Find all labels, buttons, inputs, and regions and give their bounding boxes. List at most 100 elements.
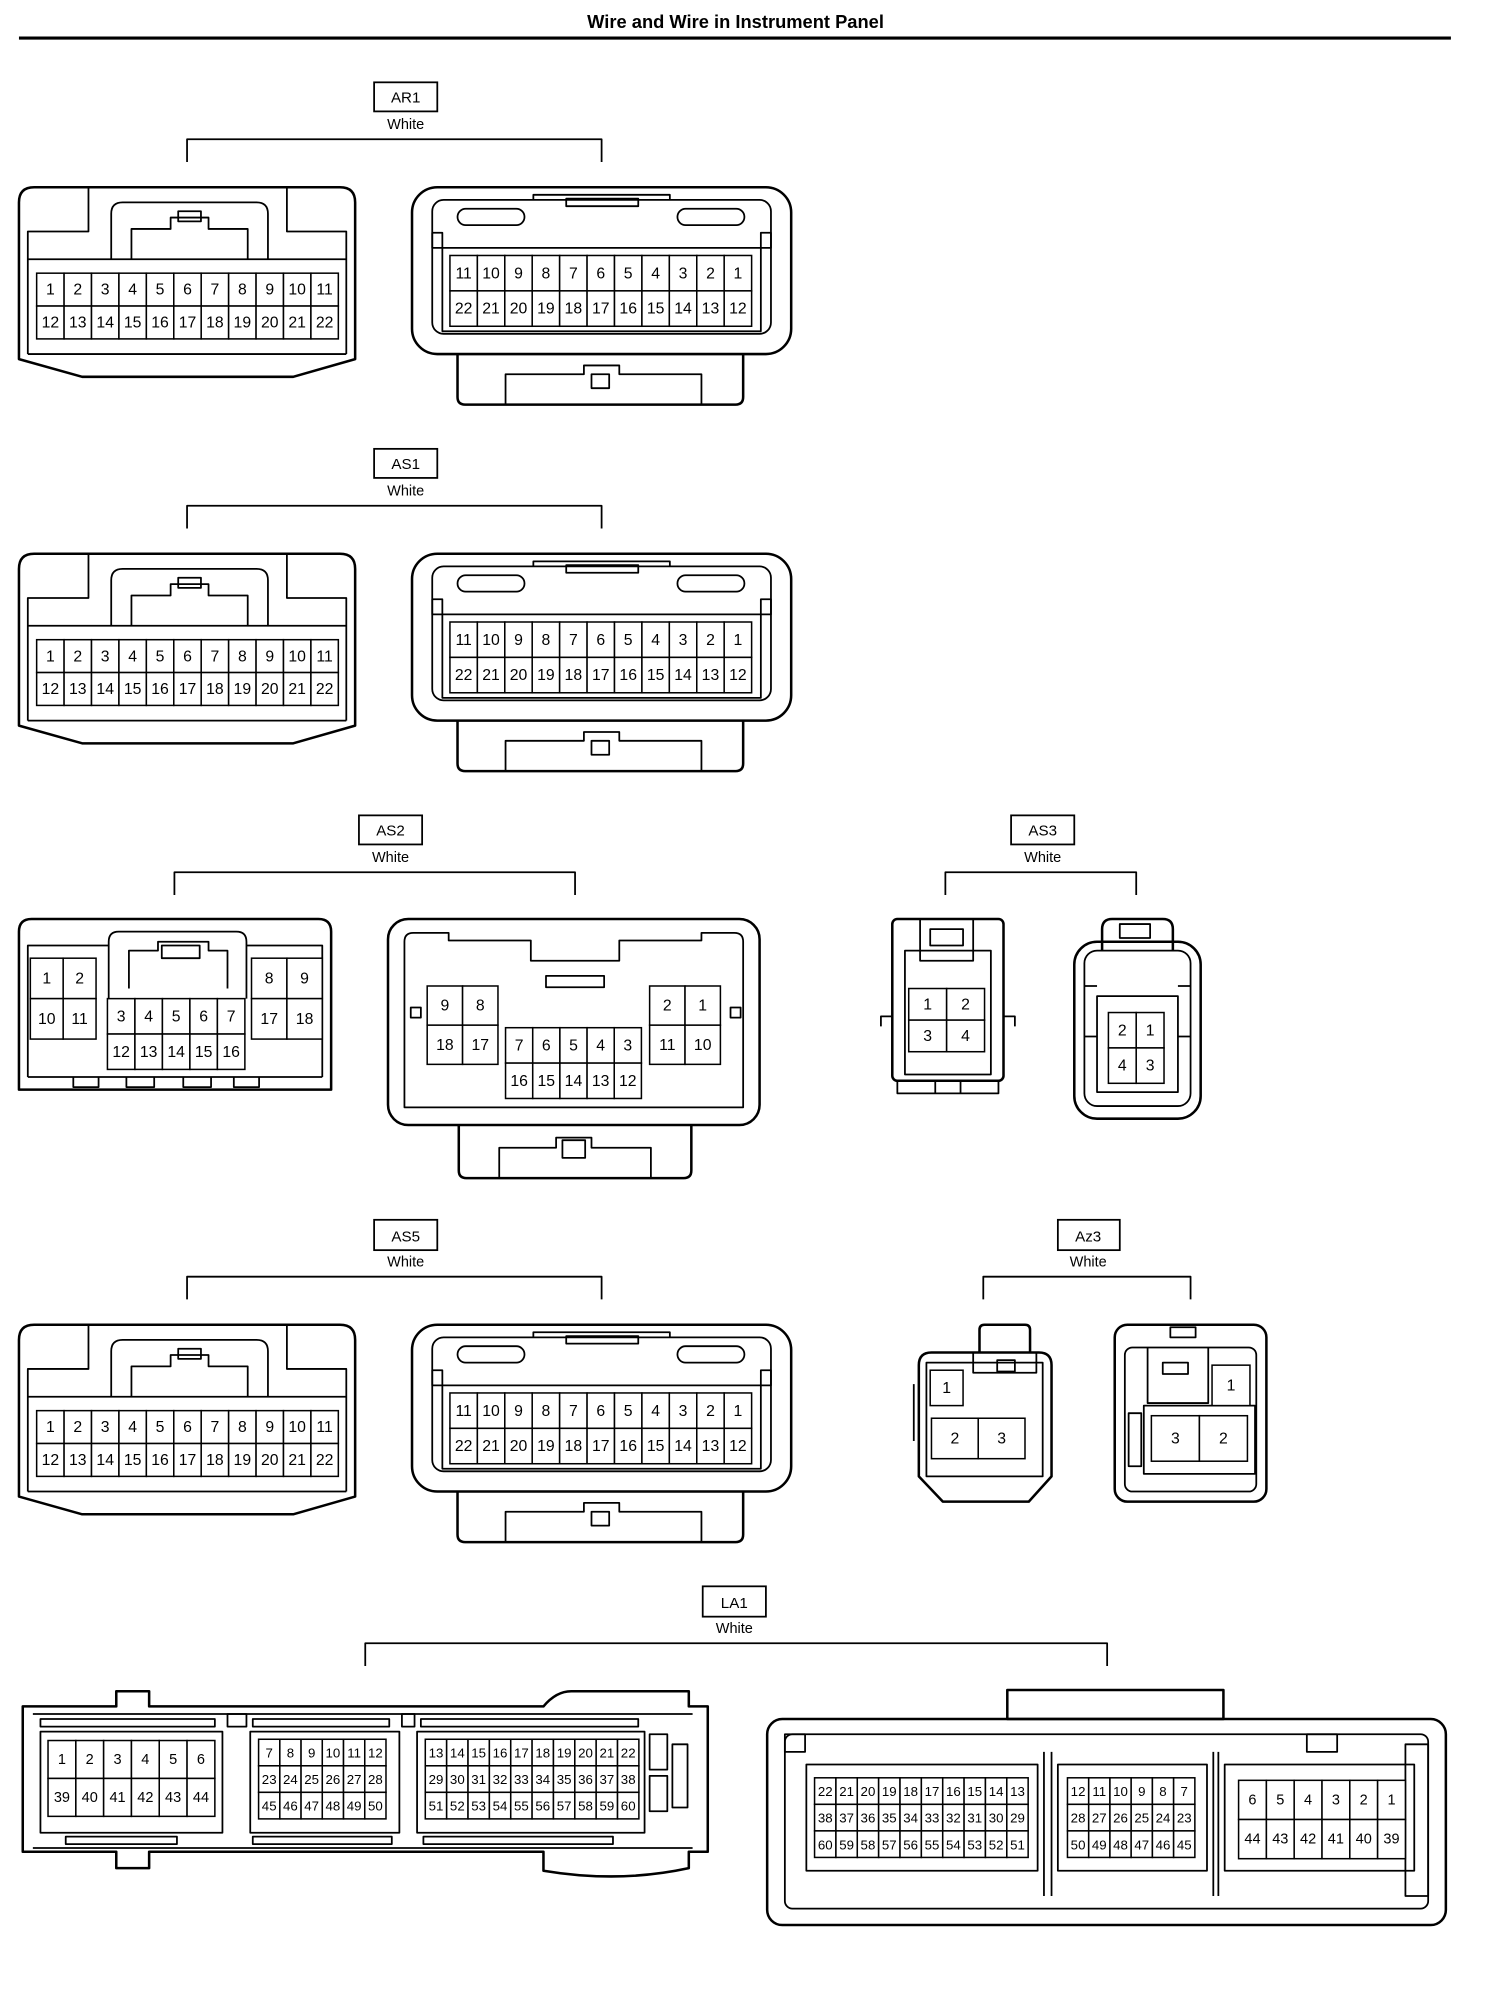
divider-square: [226, 1713, 248, 1728]
pin: 14: [90, 1442, 120, 1478]
pin: 41: [1321, 1818, 1351, 1860]
pin: 8: [279, 1738, 302, 1767]
pin: 18: [200, 671, 230, 707]
connector-code-box: [358, 814, 424, 846]
connector-label-as1: AS1 White: [186, 447, 603, 529]
pin: 7: [200, 638, 230, 674]
pin: 23: [1172, 1803, 1196, 1832]
pin-cell: [613, 290, 643, 328]
pin: 13: [63, 1442, 93, 1478]
latch-tab: [561, 1139, 587, 1159]
pin: 14: [668, 290, 698, 328]
pin: 1: [47, 1739, 77, 1780]
connector-code-box: [1010, 814, 1076, 846]
pin-number: 44: [193, 1790, 209, 1806]
pin: 12: [35, 1442, 65, 1478]
top-tab: [545, 974, 606, 989]
pin: 41: [102, 1777, 133, 1818]
latch-arm: [498, 1136, 652, 1179]
pin-cell: [62, 997, 97, 1040]
pin-number: 19: [537, 667, 555, 684]
pin: 24: [279, 1765, 302, 1794]
pin-cell: [613, 1062, 643, 1100]
pin: 22: [616, 1738, 640, 1767]
pin: 7: [200, 1409, 230, 1445]
pin: 20: [504, 656, 533, 694]
pin-cell: [62, 957, 97, 1000]
pin-number: 56: [535, 1799, 550, 1814]
pin-number: 3: [923, 1028, 932, 1045]
pin: 51: [1006, 1830, 1029, 1859]
pin-number: 4: [128, 1419, 137, 1436]
pin: 16: [145, 305, 175, 340]
pin: 9: [504, 621, 533, 659]
pin-number: 16: [510, 1073, 528, 1090]
lock-arm: [128, 940, 229, 989]
pin-number: 6: [542, 1038, 551, 1055]
pin-number: 54: [493, 1799, 508, 1814]
pin-cell: [586, 1062, 615, 1100]
lock-housing: [978, 1323, 1032, 1353]
pin-number: 20: [578, 1746, 593, 1761]
pin: 55: [920, 1830, 944, 1859]
pin-number: 60: [621, 1799, 636, 1814]
pin-cell: [476, 254, 506, 292]
pin-number: 11: [455, 265, 471, 282]
side-box: [648, 1733, 669, 1771]
housing-inner: [403, 932, 745, 1109]
pin: 55: [509, 1791, 533, 1820]
pin-number: 16: [946, 1784, 961, 1799]
pin-cell: [145, 305, 175, 340]
bracket: [944, 871, 1138, 895]
pin-number: 16: [619, 1438, 637, 1455]
pin-number: 53: [471, 1799, 486, 1814]
pin: 36: [856, 1803, 880, 1832]
pin-number: 46: [283, 1799, 298, 1814]
top-notch: [1305, 1733, 1339, 1753]
section-frame: [39, 1730, 224, 1834]
pin-number: 1: [734, 265, 743, 282]
pin: 9: [255, 638, 285, 674]
pin-number: 1: [46, 282, 55, 299]
pin: 10: [684, 1024, 722, 1066]
pin: 12: [35, 305, 65, 340]
pin: 50: [363, 1791, 387, 1820]
pin-number: 16: [151, 315, 169, 332]
pin-cell: [118, 1409, 148, 1445]
pin-number: 14: [450, 1746, 465, 1761]
pin-number: 16: [619, 667, 637, 684]
pin: 56: [899, 1830, 923, 1859]
pin-number: 9: [265, 1419, 274, 1436]
pin: 3: [668, 621, 698, 659]
pin-number: 50: [368, 1799, 383, 1814]
pin-frame: [1142, 1404, 1256, 1475]
pin: 2: [696, 254, 725, 292]
lock-housing: [1146, 1347, 1210, 1404]
pin: 22: [813, 1777, 837, 1806]
pin: 3: [1135, 1047, 1165, 1085]
pin-number: 28: [368, 1772, 383, 1787]
pin: 40: [1349, 1818, 1379, 1860]
pin-number: 19: [537, 1438, 555, 1455]
pin-cell: [189, 1033, 219, 1071]
pin: 12: [723, 290, 753, 328]
pin-number: 3: [679, 265, 688, 282]
pin: 1: [1211, 1364, 1251, 1407]
pin-number: 10: [1113, 1784, 1128, 1799]
pin-number: 11: [71, 1011, 87, 1028]
pin-number: 34: [903, 1811, 918, 1826]
pin: 57: [877, 1830, 901, 1859]
pin-number: 8: [542, 265, 551, 282]
pin-number: 9: [514, 632, 523, 649]
pin-number: 12: [619, 1073, 637, 1090]
pin: 12: [723, 656, 753, 694]
pin: 1: [29, 957, 64, 1000]
pin: 60: [616, 1791, 640, 1820]
pin-number: 21: [482, 301, 500, 318]
pin-number: 4: [596, 1038, 605, 1055]
pin: 6: [189, 997, 219, 1035]
pin-cell: [449, 290, 479, 328]
pin-number: 13: [702, 667, 720, 684]
